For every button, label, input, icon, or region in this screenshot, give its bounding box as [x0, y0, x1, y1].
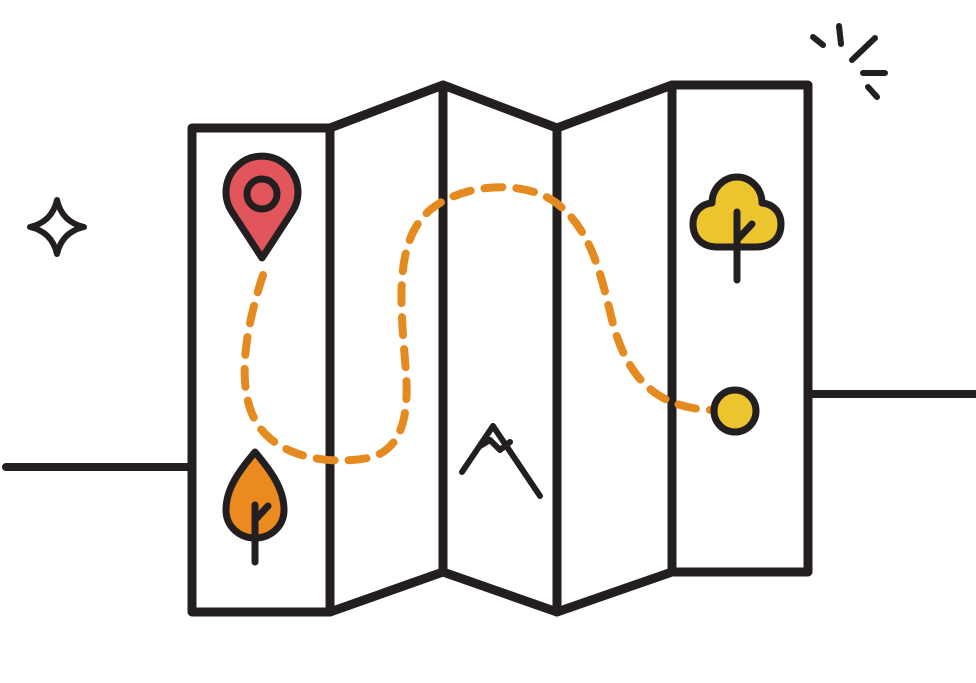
- dashed-route: [240, 183, 716, 465]
- map-panel-4: [552, 80, 677, 617]
- map-panel-3: [438, 80, 562, 617]
- round-tree-icon: [689, 173, 785, 284]
- sparkle-icon: [27, 197, 87, 257]
- burst-lines-icon: [810, 23, 888, 100]
- destination-dot-icon: [710, 386, 760, 436]
- autumn-tree-icon: [222, 448, 288, 566]
- location-pin-icon: [222, 152, 302, 262]
- mountain-icon: [459, 423, 543, 499]
- map-panel-5: [667, 80, 813, 577]
- map-panel-2: [325, 80, 448, 617]
